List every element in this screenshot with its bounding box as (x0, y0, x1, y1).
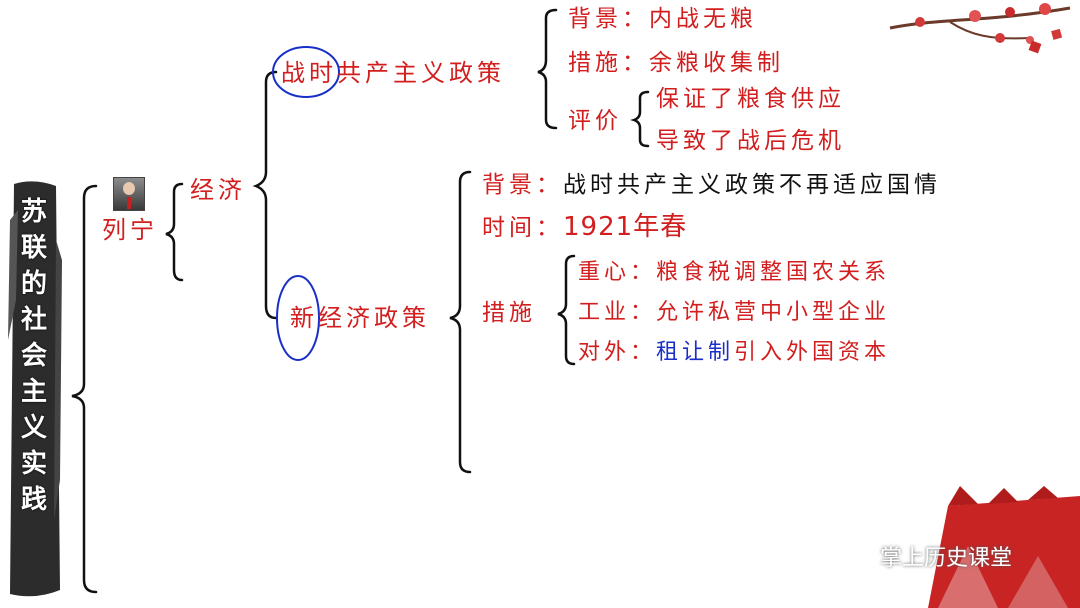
node-war-communism: 战时共产主义政策 (281, 61, 505, 85)
war-measure: 措施：余粮收集制 (568, 52, 784, 75)
nep-time-value: 1921年春 (563, 212, 688, 242)
lenin-portrait (113, 177, 145, 211)
bracket-economy (252, 70, 278, 320)
nep-prefix: 新 (290, 304, 318, 332)
banner-char: 联 (20, 233, 47, 263)
nep-measure-row: 工业：允许私营中小型企业 (578, 302, 890, 324)
war-eval-item: 导致了战后危机 (656, 128, 845, 154)
nep-time-label: 时间： (482, 215, 563, 241)
node-economy: 经济 (190, 176, 246, 204)
war-measure-label: 措施： (568, 50, 649, 76)
war-background-value: 内战无粮 (649, 6, 757, 32)
nep-measure-row: 对外：租让制引入外国资本 (578, 342, 890, 364)
node-nep: 新经济政策 (290, 306, 430, 330)
banner-char: 践 (20, 485, 47, 515)
nep-time: 时间：1921年春 (482, 214, 687, 240)
red-flags-decoration (928, 486, 1080, 608)
banner-char: 会 (20, 341, 47, 371)
nep-measure-label: 重心： (578, 260, 657, 285)
node-lenin: 列宁 (102, 216, 158, 244)
war-eval-item: 保证了粮食供应 (656, 86, 845, 112)
nep-measure-highlight: 租让制 (656, 340, 735, 365)
watermark: 掌上历史课堂 (838, 540, 1012, 572)
bracket-nep (449, 170, 472, 474)
highlight-circle-zhanshi (272, 46, 340, 98)
banner-char: 实 (20, 449, 47, 479)
banner-char: 主 (20, 377, 47, 407)
nep-measure-label: 对外： (578, 340, 657, 365)
bracket-root (71, 184, 98, 594)
watermark-text: 掌上历史课堂 (880, 546, 1013, 571)
ink-brush-background (8, 181, 62, 597)
nep-measure-row: 重心：粮食税调整国农关系 (578, 262, 890, 284)
war-background: 背景：内战无粮 (568, 8, 757, 31)
bracket-eval (630, 90, 650, 148)
highlight-circle-xin (276, 275, 320, 361)
plum-blossom-decoration (889, 3, 1071, 54)
banner-char: 苏 (20, 197, 47, 227)
topic-banner: 苏 联 的 社 会 主 义 实 践 (6, 180, 62, 600)
banner-title: 苏 联 的 社 会 主 义 实 践 (6, 194, 62, 518)
nep-measure-label: 工业： (578, 300, 657, 325)
war-background-label: 背景： (568, 6, 649, 32)
nep-measure-value: 引入外国资本 (734, 340, 891, 365)
war-eval-label: 评价 (568, 108, 622, 134)
nep-measure-value: 允许私营中小型企业 (656, 300, 891, 325)
nep-background-label: 背景： (482, 172, 563, 198)
wechat-icon (838, 543, 871, 568)
banner-char: 的 (20, 269, 47, 299)
nep-measure-label: 措施 (482, 300, 536, 326)
nep-suffix: 经济政策 (318, 304, 430, 332)
war-measure-value: 余粮收集制 (649, 50, 784, 76)
nep-measure-value: 粮食税调整国农关系 (656, 260, 891, 285)
banner-char: 义 (20, 413, 47, 443)
nep-background: 背景：战时共产主义政策不再适应国情 (482, 174, 941, 197)
bracket-war-communism (537, 8, 558, 130)
war-communism-suffix: 共产主义政策 (337, 59, 505, 87)
war-communism-prefix: 战时 (281, 59, 337, 87)
bracket-lenin (165, 182, 184, 282)
bracket-nep-measures (557, 254, 576, 366)
nep-background-value: 战时共产主义政策不再适应国情 (563, 172, 941, 198)
banner-char: 社 (20, 305, 47, 335)
